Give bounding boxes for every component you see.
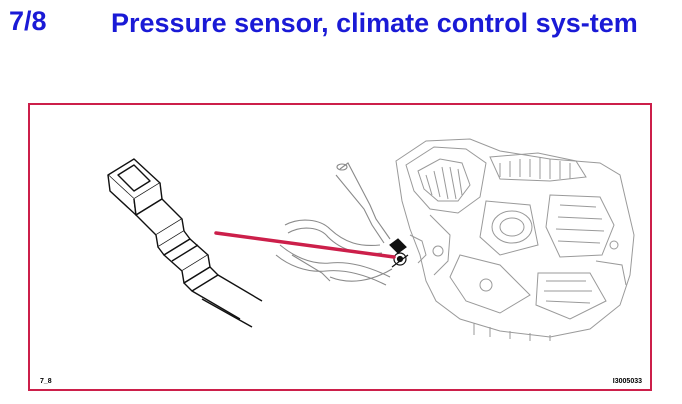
figure-number-label: 7_8 — [40, 378, 52, 385]
climate-unit — [395, 138, 635, 341]
pressure-sensor-closeup — [107, 158, 263, 328]
refrigerant-pipes — [275, 162, 393, 286]
pressure-sensor-on-unit — [389, 238, 409, 268]
climate-unit-illustration — [107, 138, 635, 341]
section-number: 7/8 — [9, 6, 47, 36]
section-title: Pressure sensor, climate control sys-tem — [111, 8, 638, 38]
figure-frame: 7_8 I3005033 — [28, 103, 652, 391]
figure-reference-code: I3005033 — [612, 378, 642, 385]
pointer-line — [214, 231, 396, 259]
